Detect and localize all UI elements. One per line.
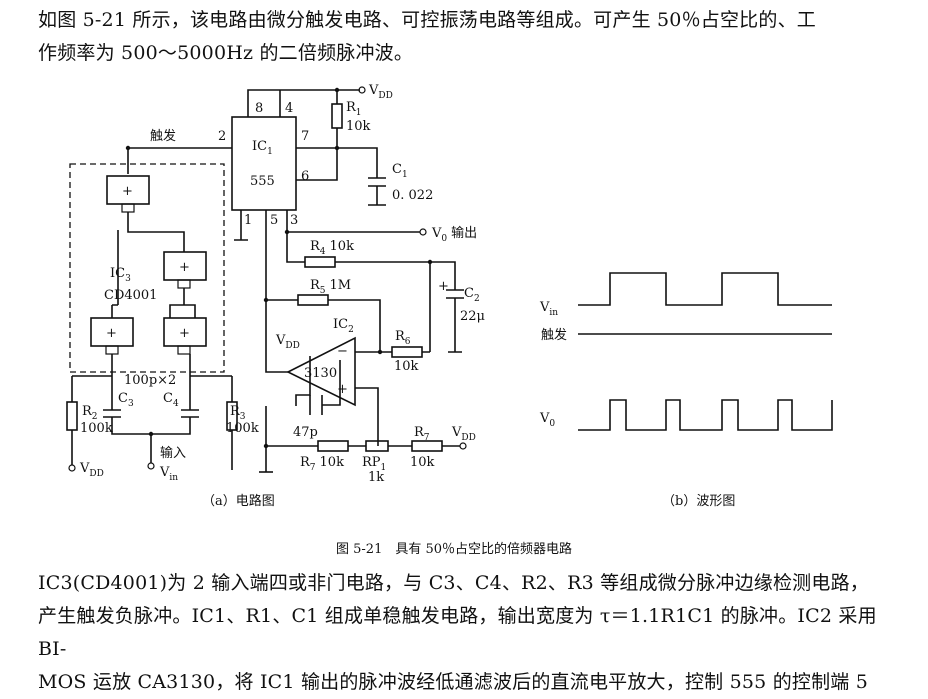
svg-text:1k: 1k xyxy=(368,470,384,485)
ic1-555: IC1 555 8 4 7 6 2 1 5 3 xyxy=(218,101,309,228)
svg-text:7: 7 xyxy=(301,129,309,144)
body-paragraph: IC3(CD4001)为 2 输入端四或非门电路，与 C3、C4、R2、R3 等… xyxy=(38,567,908,699)
svg-text:100p×2: 100p×2 xyxy=(124,373,176,388)
intro-line-1: 如图 5-21 所示，该电路由微分触发电路、可控振荡电路等组成。可产生 50％占… xyxy=(38,9,816,31)
svg-text:10k: 10k xyxy=(410,455,435,470)
ic3-dashed-box xyxy=(69,163,225,373)
r2-label: R2 xyxy=(82,404,98,422)
svg-text:+: + xyxy=(337,382,348,397)
svg-text:6: 6 xyxy=(301,169,309,184)
ic3-label: IC3 xyxy=(110,266,131,284)
body-line-1: IC3(CD4001)为 2 输入端四或非门电路，与 C3、C4、R2、R3 等… xyxy=(38,572,869,594)
svg-text:+: + xyxy=(179,260,190,275)
vdd-top: VDD xyxy=(368,83,393,101)
subcaption-b: （b）波形图 xyxy=(662,494,735,509)
body-line-2: 产生触发负脉冲。IC1、R1、C1 组成单稳触发电路，输出宽度为 τ＝1.1R1… xyxy=(38,605,877,660)
vdd-opamp: VDD xyxy=(275,333,300,351)
subcaption-a: （a）电路图 xyxy=(202,493,275,509)
wave-vo-label: V0 xyxy=(539,411,555,429)
vin-waveform xyxy=(578,272,832,306)
vdd-r7: VDD xyxy=(451,425,476,443)
svg-text:3: 3 xyxy=(290,213,298,228)
ic2-opamp: 3130 − + IC2 VDD xyxy=(275,317,356,407)
wave-trigger-label: 触发 xyxy=(541,327,567,343)
svg-text:输入: 输入 xyxy=(160,445,186,461)
svg-text:+: + xyxy=(438,279,449,294)
r1-label: R1 xyxy=(346,100,362,118)
nor-gates: + + + + xyxy=(90,175,207,355)
rp1-label: RP1 xyxy=(362,455,386,473)
svg-text:3130: 3130 xyxy=(304,366,337,381)
svg-text:10k: 10k xyxy=(394,359,419,374)
c4-label: C4 xyxy=(163,391,179,409)
r7b-label: R7 xyxy=(414,425,430,443)
svg-text:5: 5 xyxy=(270,213,278,228)
svg-text:CD4001: CD4001 xyxy=(104,288,157,303)
svg-text:+: + xyxy=(179,326,190,341)
svg-text:1: 1 xyxy=(244,213,252,228)
svg-text:0. 022: 0. 022 xyxy=(392,188,433,203)
svg-text:47p: 47p xyxy=(293,425,318,440)
ic1-type: 555 xyxy=(250,174,275,189)
svg-text:8: 8 xyxy=(255,101,263,116)
svg-text:10k: 10k xyxy=(346,119,371,134)
r6-label: R6 xyxy=(395,329,411,347)
svg-text:100k: 100k xyxy=(226,421,259,436)
figure-caption: 图 5-21 具有 50％占空比的倍频器电路 xyxy=(336,541,572,557)
svg-text:−: − xyxy=(337,344,348,359)
circuit-figure: IC1 555 8 4 7 6 2 1 5 3 VDD R1 10k C1 0.… xyxy=(66,83,833,557)
waveform-panel: Vin 触发 V0 xyxy=(539,272,833,431)
c2-label: C2 xyxy=(464,286,480,304)
intro-paragraph: 如图 5-21 所示，该电路由微分触发电路、可控振荡电路等组成。可产生 50％占… xyxy=(38,4,908,70)
vdd-left: VDD xyxy=(79,461,104,479)
svg-text:4: 4 xyxy=(285,101,293,116)
vo-waveform xyxy=(578,399,833,431)
ic1-label: IC1 xyxy=(252,139,273,157)
svg-text:+: + xyxy=(122,184,133,199)
ic2-label: IC2 xyxy=(333,317,354,335)
r3-label: R3 xyxy=(230,404,246,422)
wave-vin-label: Vin xyxy=(539,300,558,318)
svg-text:2: 2 xyxy=(218,129,226,144)
svg-text:+: + xyxy=(106,326,117,341)
svg-text:22μ: 22μ xyxy=(460,309,485,324)
c3-label: C3 xyxy=(118,391,134,409)
trigger-label: 触发 xyxy=(150,128,176,144)
intro-line-2: 作频率为 500～5000Hz 的二倍频脉冲波。 xyxy=(38,42,414,64)
vin-input: Vin xyxy=(159,465,178,483)
c1-label: C1 xyxy=(392,162,408,180)
svg-text:100k: 100k xyxy=(80,421,113,436)
